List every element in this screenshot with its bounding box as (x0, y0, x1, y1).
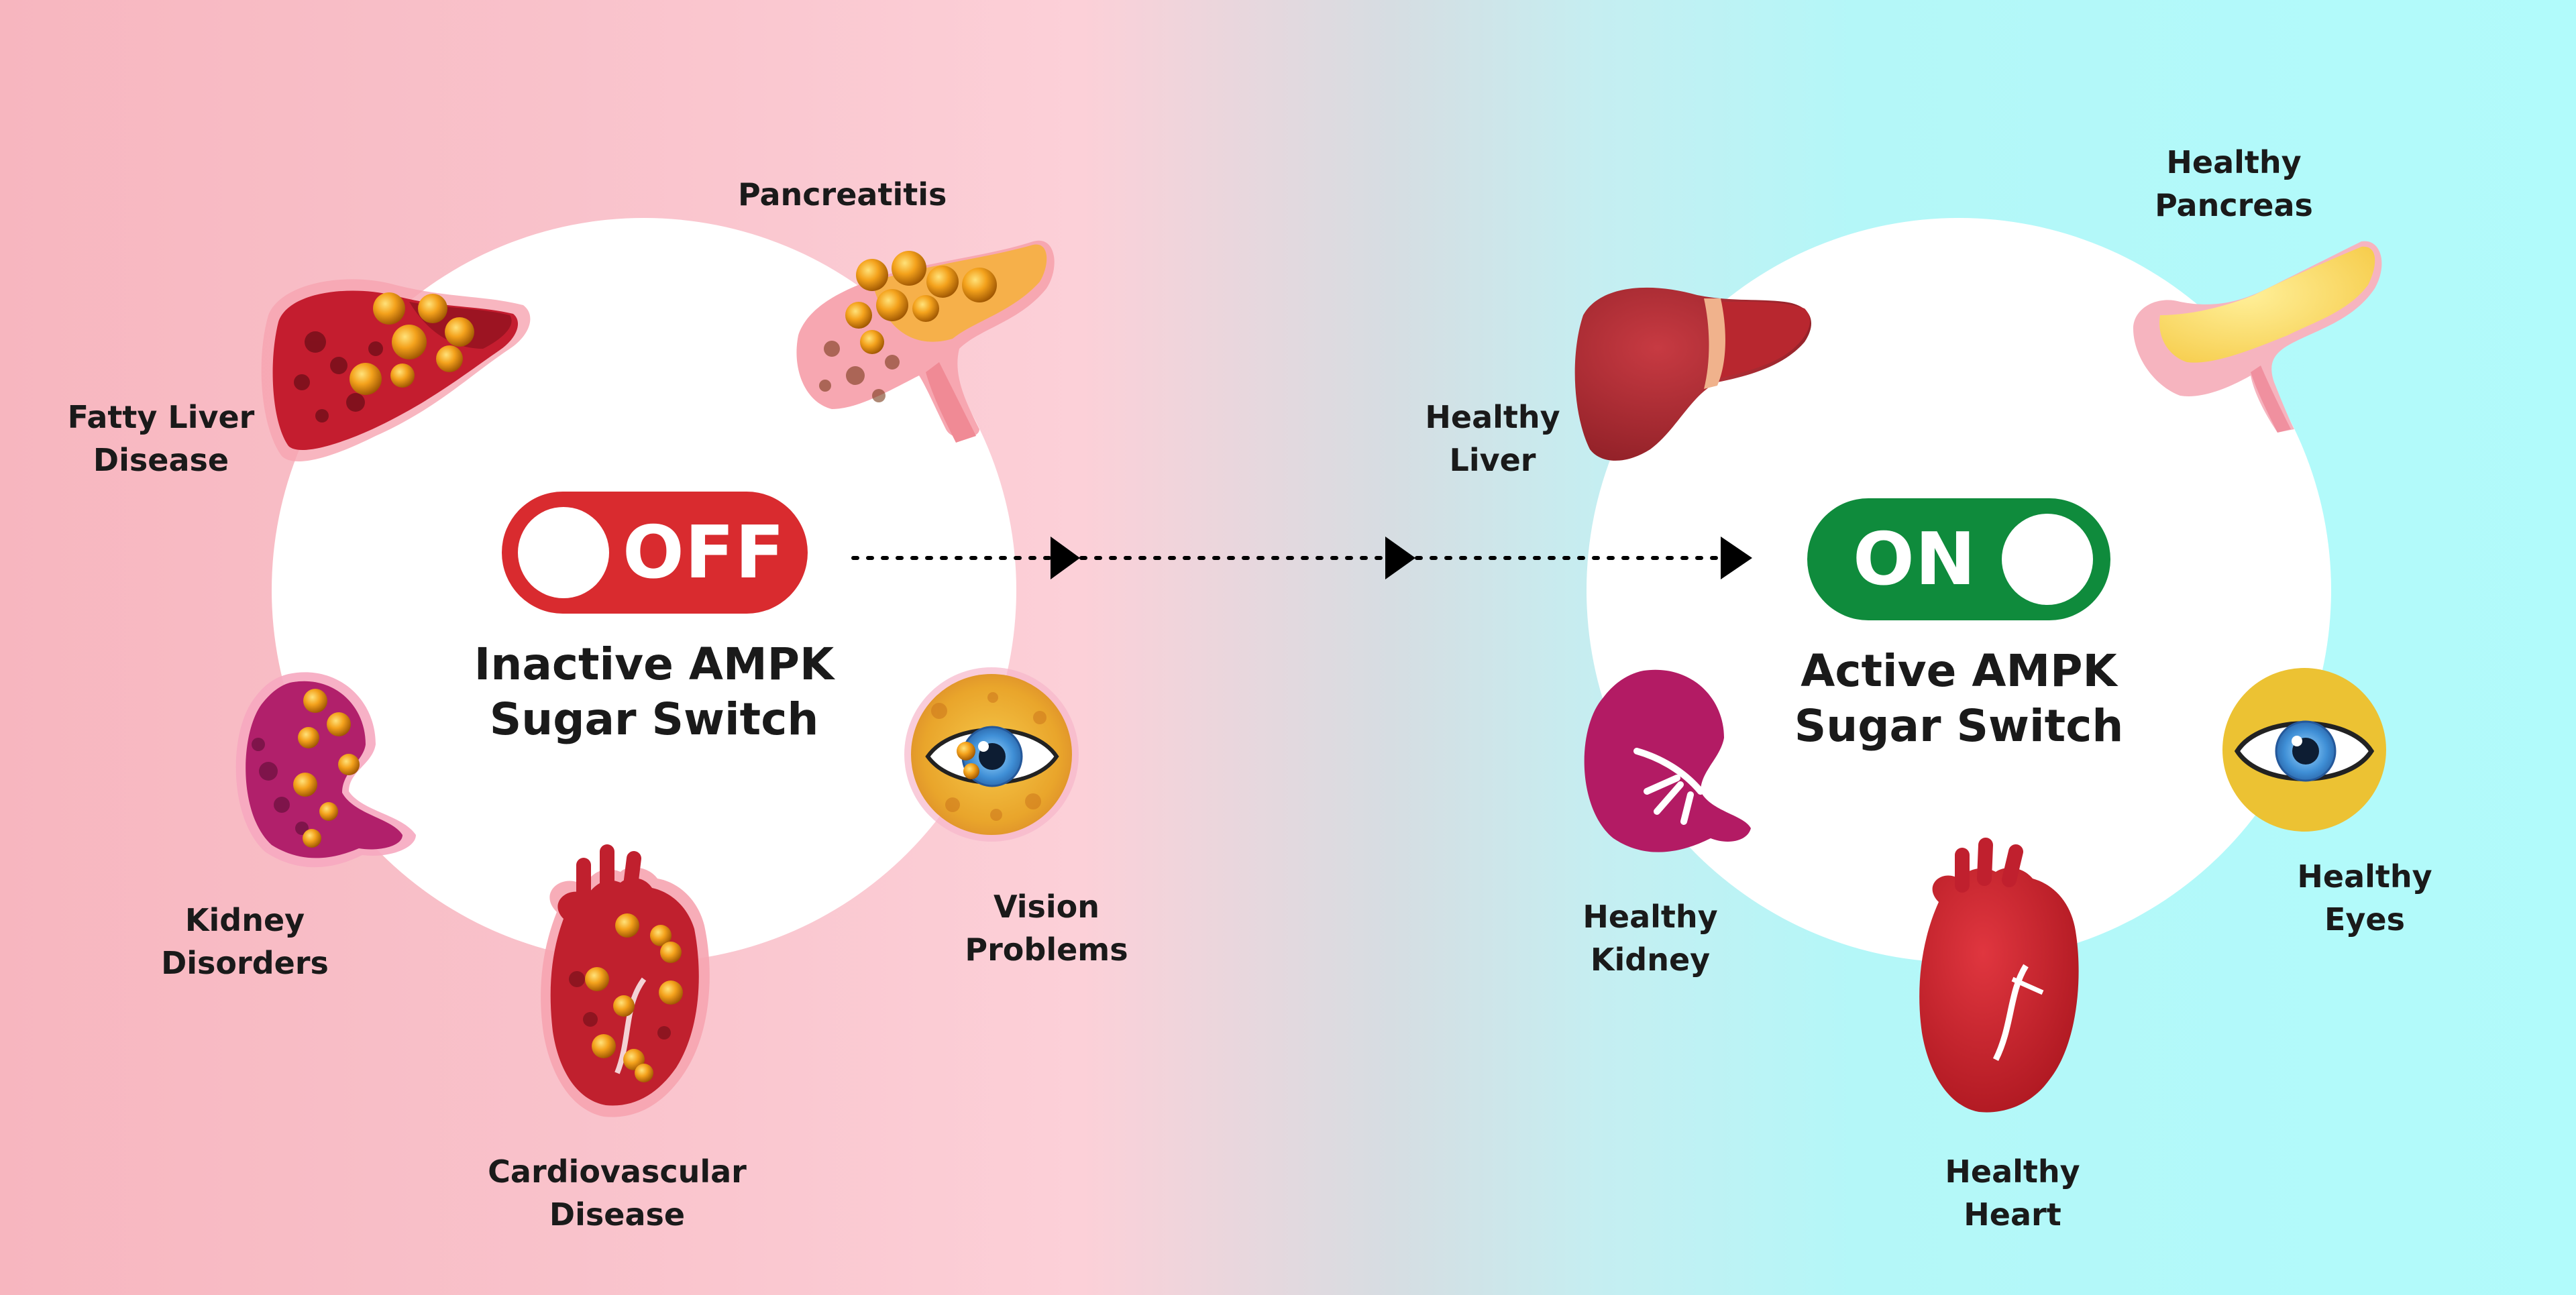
diseased-pancreas-icon (796, 240, 1055, 443)
off-switch (502, 492, 808, 614)
diseased-kidney-icon (235, 672, 416, 868)
arrow-right-icon (1385, 537, 1415, 579)
arrow-right-icon (1721, 537, 1752, 579)
healthy-kidney-icon (1584, 669, 1751, 852)
diseased-heart-icon (541, 844, 710, 1117)
label-healthy-eyes: Healthy Eyes (2297, 858, 2432, 938)
label-vision-problems: Vision Problems (965, 889, 1128, 968)
label-healthy-kidney: Healthy Kidney (1582, 899, 1718, 978)
healthy-pancreas-icon (2133, 241, 2382, 433)
label-cardiovascular-disease: Cardiovascular Disease (488, 1153, 747, 1233)
label-fatty-liver-disease: Fatty Liver Disease (67, 399, 255, 478)
on-switch-label: ON (1853, 518, 1977, 602)
left-panel-title: Inactive AMPK Sugar Switch (474, 638, 835, 745)
label-healthy-liver: Healthy Liver (1425, 399, 1560, 478)
switch-knob (518, 507, 609, 598)
on-switch (1807, 498, 2110, 620)
label-healthy-pancreas: Healthy Pancreas (2155, 144, 2313, 223)
healthy-heart-icon (1919, 838, 2079, 1113)
right-panel-title: Active AMPK Sugar Switch (1794, 645, 2124, 752)
off-switch-label: OFF (623, 511, 786, 595)
label-kidney-disorders: Kidney Disorders (161, 902, 329, 981)
dotted-arrows (851, 537, 1752, 579)
diseased-liver-icon (261, 279, 531, 462)
diseased-eye-icon (904, 667, 1079, 842)
switch-knob (2002, 514, 2093, 605)
healthy-eye-icon (2222, 668, 2386, 832)
healthy-liver-icon (1574, 287, 1811, 461)
arrow-right-icon (1051, 537, 1080, 579)
label-healthy-heart: Healthy Heart (1945, 1153, 2080, 1233)
label-pancreatitis: Pancreatitis (738, 176, 947, 213)
